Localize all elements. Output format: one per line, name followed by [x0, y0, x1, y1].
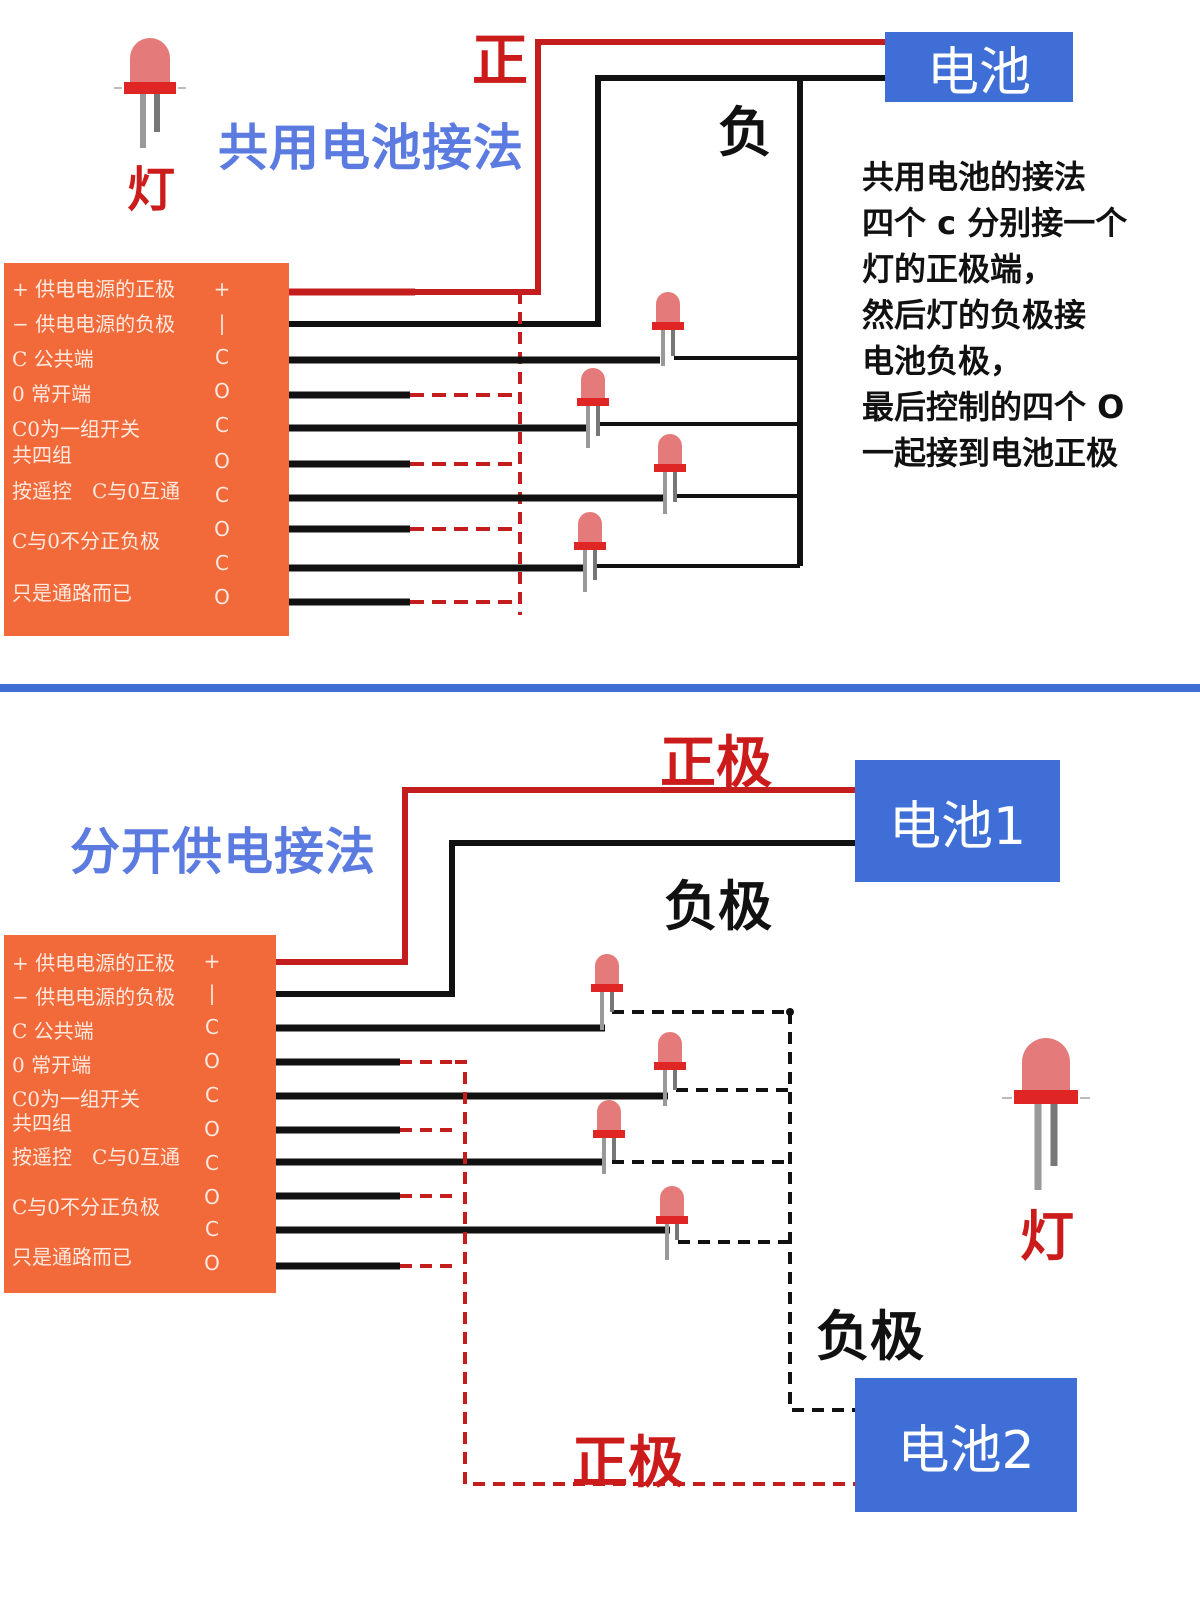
pin-label: |: [218, 311, 226, 335]
negative-label-bottom-1: 负极: [664, 875, 772, 938]
top-note: 共用电池的接法 四个 c 分别接一个 灯的正极端， 然后灯的负极接 电池负极， …: [862, 154, 1192, 476]
board-label: C0为一组开关: [12, 417, 141, 441]
board-label: − 供电电源的负极: [12, 312, 176, 336]
section-divider: [0, 684, 1200, 692]
board-label: + 供电电源的正极: [12, 951, 176, 975]
lamp-caption-bottom: 灯: [1020, 1205, 1074, 1268]
board-labels-bottom: + 供电电源的正极 − 供电电源的负极 C 公共端 0 常开端 C0为一组开关 …: [4, 935, 276, 1293]
battery-1: 电池1: [855, 760, 1060, 882]
positive-label-bottom-1: 正极: [660, 731, 772, 796]
pin-label: C: [215, 413, 229, 437]
pin-label: +: [213, 277, 231, 301]
led-icon: [574, 292, 686, 592]
note-line: 灯的正极端，: [862, 250, 1055, 288]
top-wiring: [114, 38, 885, 615]
pin-label: +: [203, 949, 221, 973]
pin-label: O: [214, 379, 230, 403]
pin-label: C: [205, 1015, 219, 1039]
pin-label: O: [204, 1049, 220, 1073]
board-label: 共四组: [12, 443, 72, 467]
board-label: C 公共端: [12, 1019, 94, 1043]
note-line: 最后控制的四个 O: [862, 388, 1125, 426]
lamp-caption-top: 灯: [127, 162, 176, 218]
pin-label: C: [205, 1217, 219, 1241]
board-label: 按遥控 C与0互通: [12, 1145, 181, 1169]
pin-label: O: [204, 1251, 220, 1275]
board-label: C 公共端: [12, 347, 94, 371]
note-line: 电池负极，: [862, 342, 1023, 380]
pin-label: C: [205, 1083, 219, 1107]
legend-led-icon: [1002, 1038, 1090, 1190]
board-label: C与0不分正负极: [12, 1195, 161, 1219]
board-label: 共四组: [12, 1111, 72, 1135]
board-label: + 供电电源的正极: [12, 277, 176, 301]
board-labels-top: + 供电电源的正极 − 供电电源的负极 C 公共端 0 常开端 C0为一组开关 …: [4, 263, 289, 636]
note-line: 然后灯的负极接: [862, 296, 1087, 334]
battery-top: 电池: [885, 32, 1073, 103]
board-label: 0 常开端: [12, 382, 92, 406]
pin-label: |: [208, 981, 216, 1005]
note-line: 四个 c 分别接一个: [862, 204, 1128, 242]
top-title: 共用电池接法: [218, 119, 524, 177]
battery-2: 电池2: [855, 1378, 1077, 1512]
pin-label: O: [214, 517, 230, 541]
relay-board-top: [4, 263, 289, 636]
note-line: 一起接到电池正极: [862, 434, 1119, 472]
negative-label-top: 负: [718, 101, 772, 164]
pin-label: C: [215, 483, 229, 507]
legend-led-icon: [114, 38, 186, 148]
pin-label: C: [215, 345, 229, 369]
board-label: 只是通路而已: [12, 581, 132, 605]
board-label: 只是通路而已: [12, 1245, 132, 1269]
led-icon: [591, 954, 688, 1260]
note-line: 共用电池的接法: [862, 158, 1087, 196]
pin-label: C: [215, 551, 229, 575]
relay-board-bottom: [4, 935, 276, 1293]
board-label: C与0不分正负极: [12, 529, 161, 553]
pin-label: C: [205, 1151, 219, 1175]
board-label: 0 常开端: [12, 1053, 92, 1077]
bottom-title: 分开供电接法: [70, 823, 376, 881]
positive-label-top: 正: [472, 29, 528, 94]
board-label: 按遥控 C与0互通: [12, 479, 181, 503]
pin-label: O: [204, 1117, 220, 1141]
pin-label: O: [214, 449, 230, 473]
board-label: − 供电电源的负极: [12, 985, 176, 1009]
pin-label: O: [214, 585, 230, 609]
negative-label-bottom-2: 负极: [816, 1305, 924, 1368]
board-label: C0为一组开关: [12, 1087, 141, 1111]
positive-label-bottom-2: 正极: [572, 1431, 684, 1496]
pin-label: O: [204, 1185, 220, 1209]
